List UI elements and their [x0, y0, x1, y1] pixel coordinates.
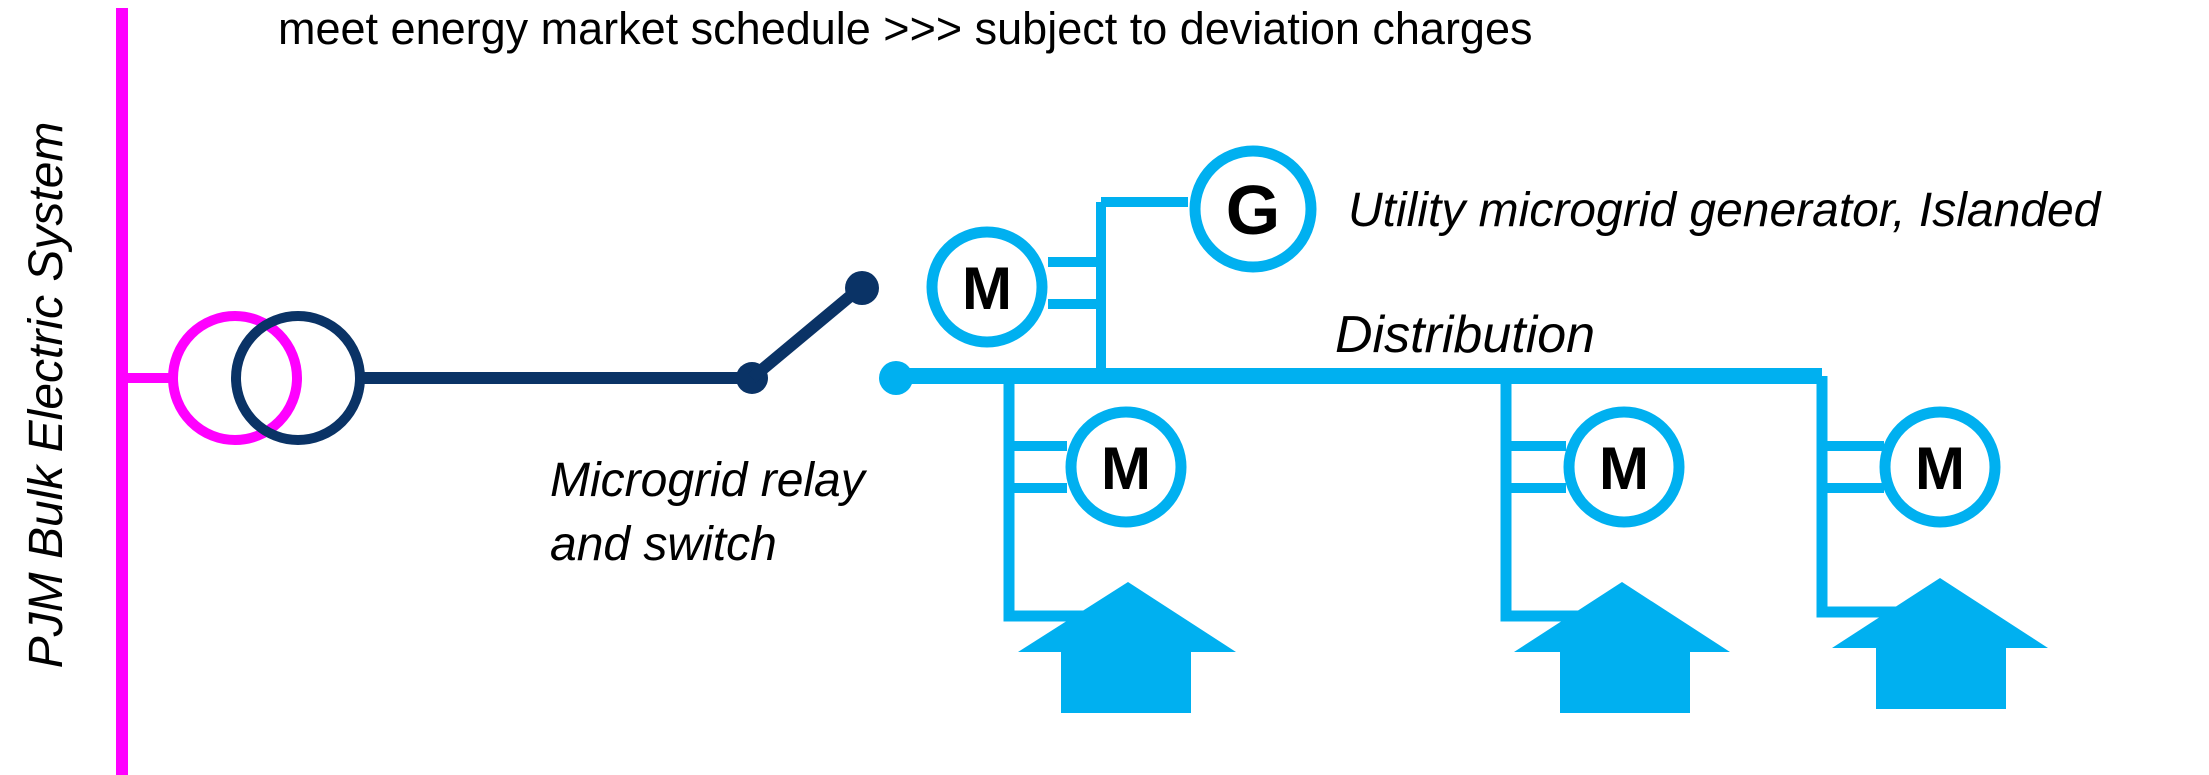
generator-caption: Utility microgrid generator, Islanded	[1348, 184, 2102, 237]
meter-symbol: M	[1101, 435, 1151, 502]
meter-symbol: M	[1915, 435, 1965, 502]
meter-symbol: M	[1599, 435, 1649, 502]
distribution-network	[879, 197, 1910, 622]
house-icon	[1018, 582, 1236, 713]
bulk-system-label: PJM Bulk Electric System	[20, 122, 73, 669]
meter-icon: M	[926, 226, 1048, 348]
meter-icon: M	[1879, 406, 2001, 528]
generator-symbol: G	[1226, 171, 1280, 249]
meter-icon: M	[1563, 406, 1685, 528]
meter-symbol: M	[962, 255, 1012, 322]
distribution-label: Distribution	[1335, 306, 1595, 364]
transformer-icon	[168, 311, 365, 445]
market-schedule-note: meet energy market schedule >>> subject …	[278, 3, 1533, 54]
house-icon	[1832, 578, 2048, 709]
relay-label-line2: and switch	[550, 518, 777, 571]
microgrid-switch	[736, 271, 879, 394]
relay-label-line1: Microgrid relay	[550, 454, 868, 507]
meter-icon: M	[1065, 406, 1187, 528]
house-icon	[1514, 582, 1730, 713]
generator-icon: G	[1189, 145, 1317, 273]
